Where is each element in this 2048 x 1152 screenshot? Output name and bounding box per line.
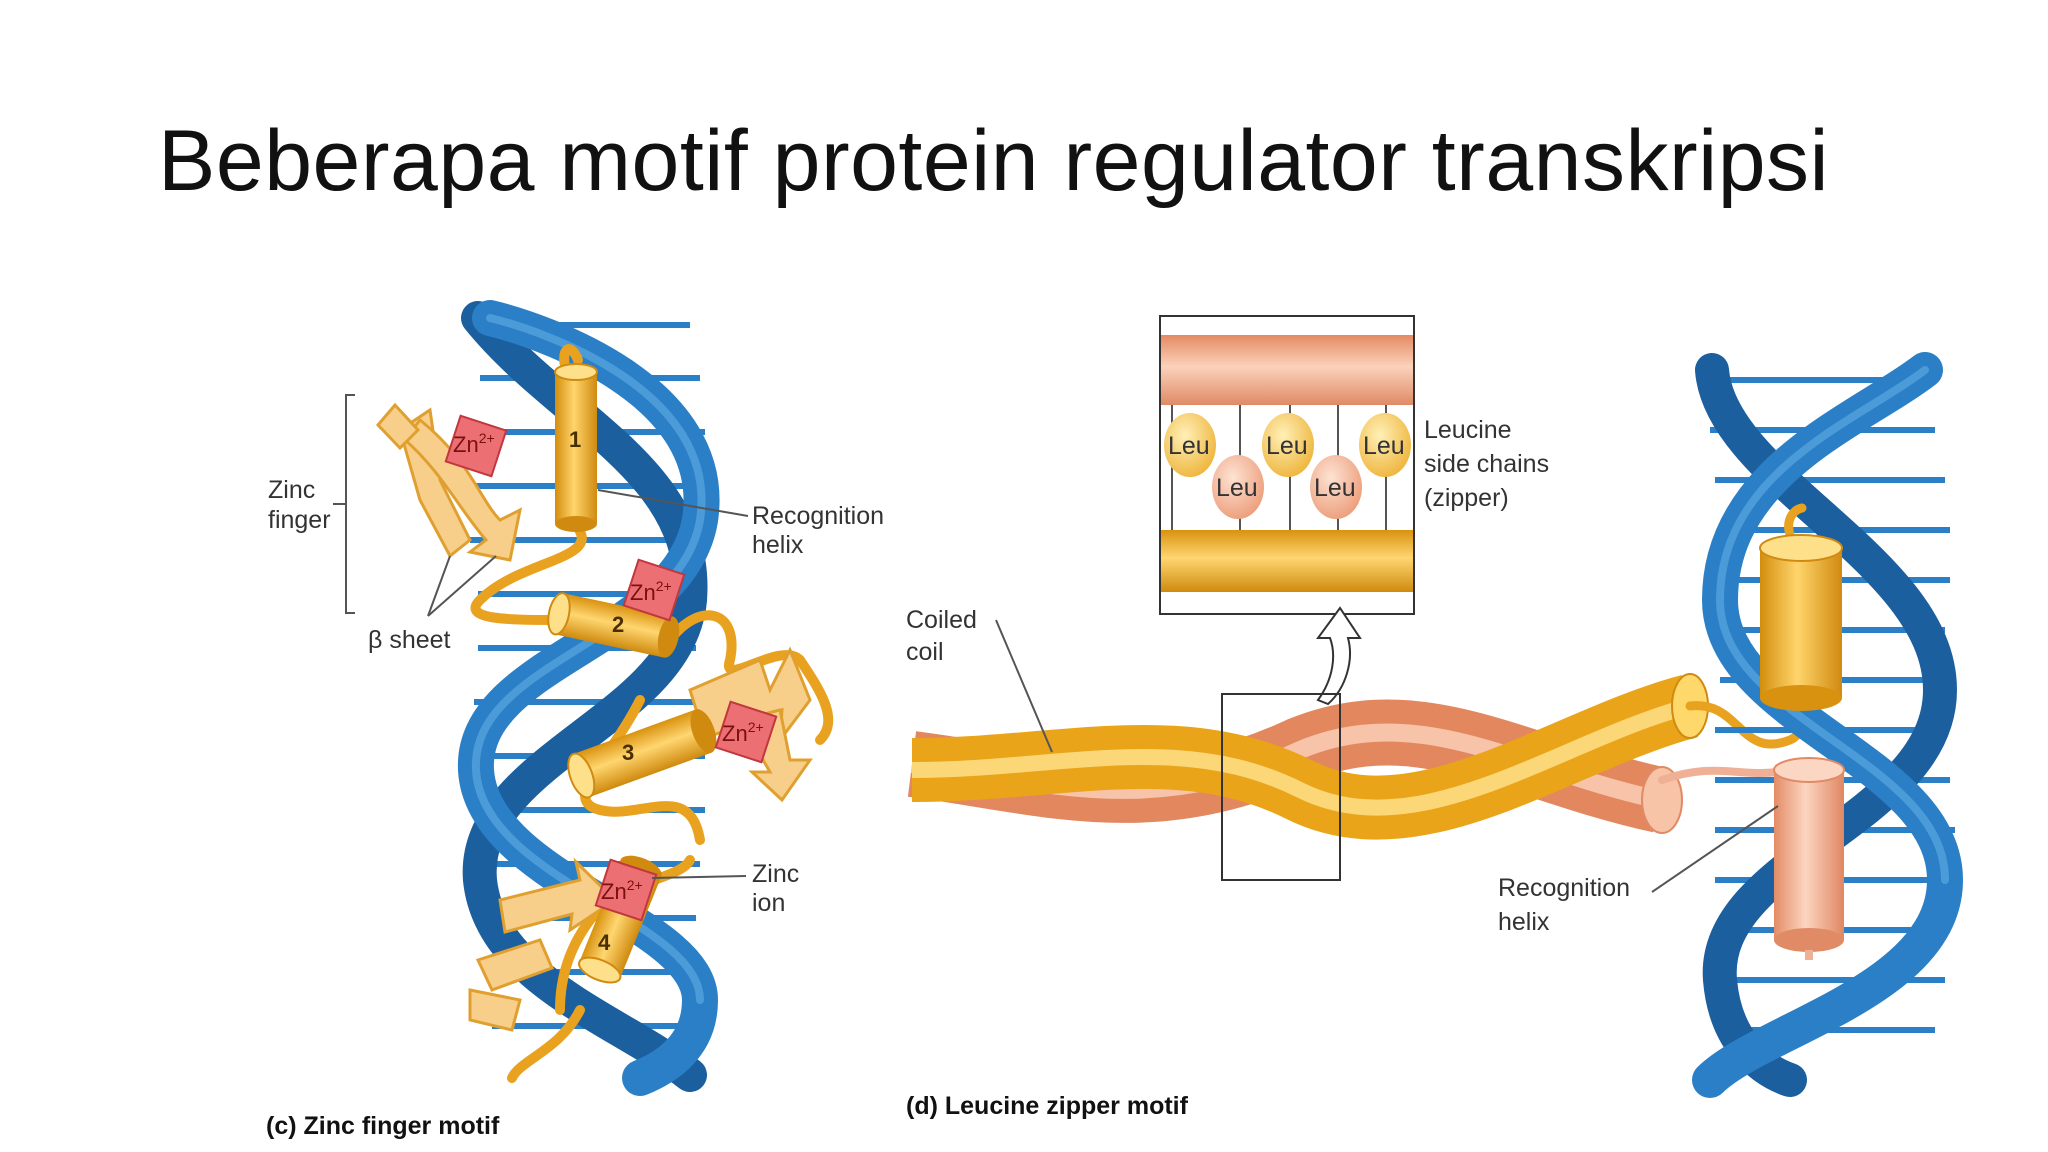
- zinc-finger-helices: [547, 363, 717, 984]
- leu-label-3: Leu: [1363, 432, 1405, 460]
- svg-text:Zn2+: Zn2+: [601, 877, 643, 904]
- slide-title: Beberapa motif protein regulator transkr…: [158, 113, 1830, 209]
- zinc-ion-1: Zn2+: [444, 414, 508, 478]
- leucine-zipper-gold-helix: [1759, 503, 1843, 711]
- leucine-zipper-caption: (d) Leucine zipper motif: [906, 1092, 1189, 1120]
- finger-number-4: 4: [598, 930, 611, 955]
- zinc-ion-3: Zn2+: [714, 700, 778, 764]
- zinc-finger-bracket: [345, 394, 355, 614]
- zinc-ion-4: Zn2+: [594, 858, 658, 922]
- beta-sheet-label: β sheet: [368, 626, 451, 654]
- zinc-ion-2: Zn2+: [622, 558, 686, 622]
- finger-number-2: 2: [612, 612, 624, 637]
- zinc-finger-caption: (c) Zinc finger motif: [266, 1112, 500, 1140]
- zoom-arrow: [1316, 606, 1362, 706]
- leu-label-1: Leu: [1168, 432, 1210, 460]
- svg-text:Zn2+: Zn2+: [630, 578, 672, 605]
- svg-text:Zn2+: Zn2+: [453, 430, 495, 457]
- leu-label-2: Leu: [1266, 432, 1308, 460]
- leucine-zipper-salmon-helix: [1773, 757, 1845, 960]
- finger-number-1: 1: [569, 427, 581, 452]
- beta-sheet-arrows: [375, 402, 813, 1032]
- leucine-zipper-dna-helix: [1692, 352, 1964, 1098]
- coiled-coil: [907, 673, 1709, 881]
- svg-text:Zn2+: Zn2+: [722, 719, 764, 746]
- finger-number-3: 3: [622, 740, 634, 765]
- leu-label-5: Leu: [1314, 474, 1356, 502]
- leucine-zipper-zoom-box: Leu Leu Leu Leu Leu: [1159, 315, 1415, 615]
- leu-label-4: Leu: [1216, 474, 1258, 502]
